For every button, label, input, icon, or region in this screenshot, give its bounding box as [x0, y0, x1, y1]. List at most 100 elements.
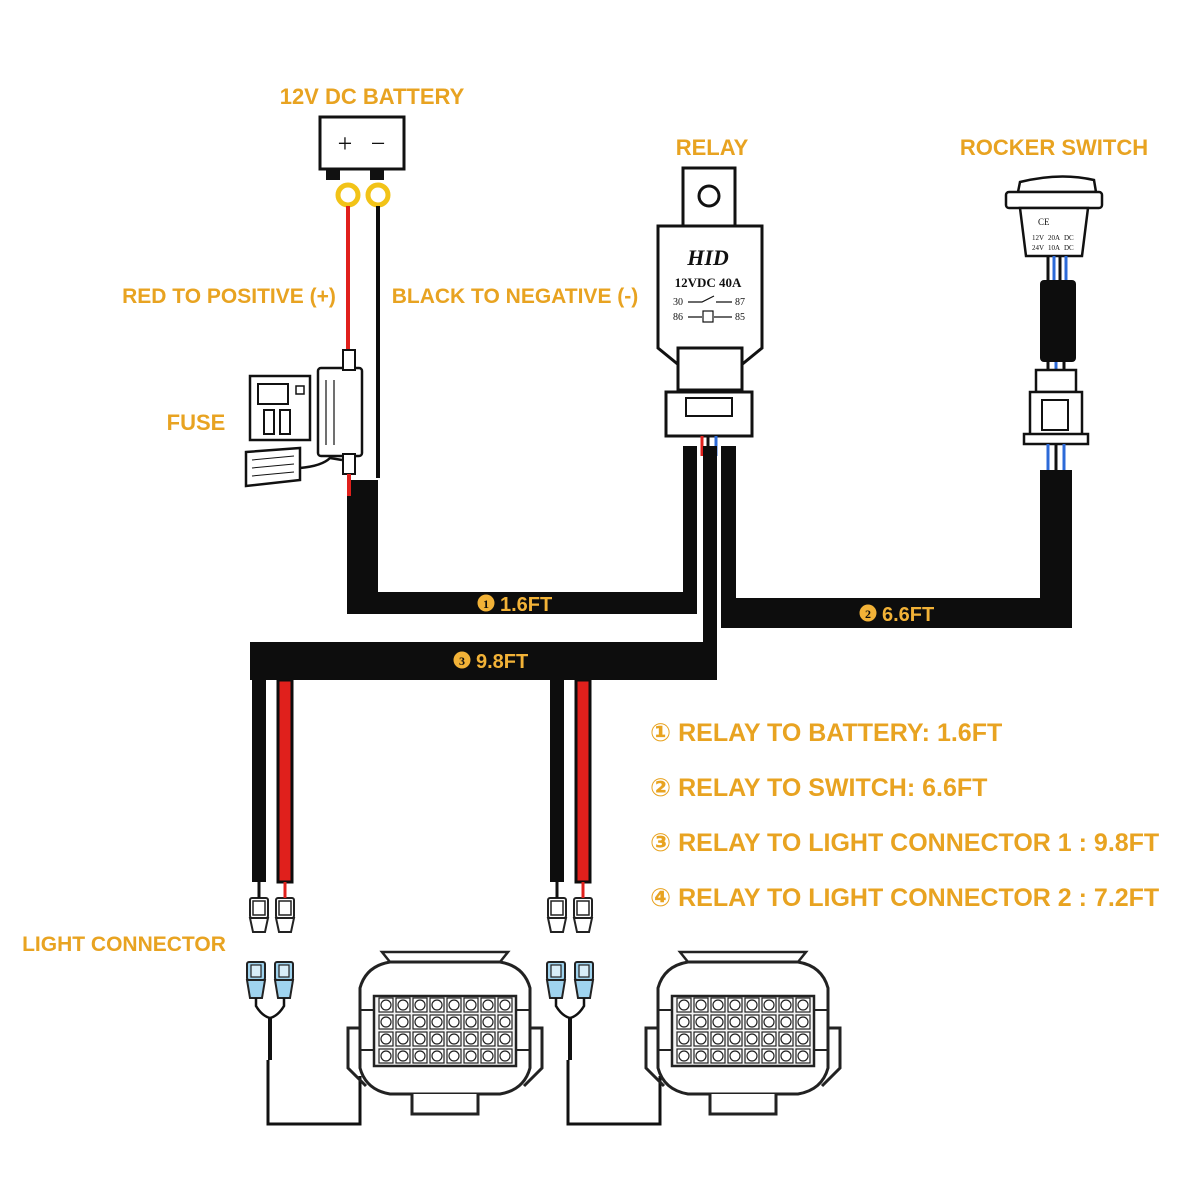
- black-to-negative-label: BLACK TO NEGATIVE (-): [392, 285, 639, 308]
- led-emitter: [414, 1050, 426, 1062]
- relay-pin-30: 30: [673, 297, 683, 308]
- led-emitter: [431, 1016, 443, 1028]
- negative-ring-terminal: [365, 182, 391, 208]
- light2-blue-connector-a: [546, 961, 566, 999]
- led-emitter: [380, 999, 392, 1011]
- light2-black-wire: [550, 680, 564, 882]
- battery-label: 12V DC BATTERY: [280, 84, 465, 109]
- led-emitter: [797, 999, 809, 1011]
- switch-rating-dc1: DC: [1064, 234, 1074, 242]
- wire-loom-3: [250, 446, 717, 680]
- switch-rating-10a: 10A: [1048, 244, 1060, 252]
- segment-2-label: 2 6.6FT: [859, 604, 934, 626]
- led-emitter: [482, 999, 494, 1011]
- legend-item-1: ① RELAY TO BATTERY: 1.6FT: [650, 719, 1002, 747]
- light1-black-spade: [249, 897, 269, 933]
- legend-item-2: ② RELAY TO SWITCH: 6.6FT: [650, 774, 987, 802]
- blade-fuse: [248, 374, 312, 442]
- led-emitter: [729, 1016, 741, 1028]
- segment-1-length: 1.6FT: [500, 594, 552, 616]
- fuse-cap: [244, 446, 343, 488]
- led-emitter: [465, 999, 477, 1011]
- rocker-switch: CE 12V 20A DC 24V 10A DC: [1004, 175, 1104, 470]
- led-emitter: [712, 1016, 724, 1028]
- light1-blue-connector-b: [274, 961, 294, 999]
- positive-ring-terminal: [335, 182, 361, 208]
- led-emitter: [499, 1033, 511, 1045]
- led-emitter: [414, 999, 426, 1011]
- led-emitter: [780, 1033, 792, 1045]
- segment-3-length: 9.8FT: [476, 651, 528, 673]
- led-emitter: [712, 1033, 724, 1045]
- battery: + −: [318, 115, 406, 208]
- light2-blue-connector-b: [574, 961, 594, 999]
- switch-rating-24v: 24V: [1032, 244, 1044, 252]
- led-emitter: [763, 1016, 775, 1028]
- legend-item-4: ④ RELAY TO LIGHT CONNECTOR 2 : 7.2FT: [650, 884, 1159, 912]
- segment-2-length: 6.6FT: [882, 604, 934, 626]
- led-emitter: [695, 1033, 707, 1045]
- led-emitter: [431, 999, 443, 1011]
- led-emitter: [780, 999, 792, 1011]
- led-emitter: [465, 1016, 477, 1028]
- led-emitter: [678, 1033, 690, 1045]
- red-to-positive-label: RED TO POSITIVE (+): [122, 285, 336, 308]
- led-emitter: [482, 1050, 494, 1062]
- switch-rating-dc2: DC: [1064, 244, 1074, 252]
- led-emitter: [797, 1016, 809, 1028]
- led-emitter: [465, 1050, 477, 1062]
- led-emitter: [780, 1050, 792, 1062]
- led-emitter: [729, 999, 741, 1011]
- led-emitter: [414, 1033, 426, 1045]
- relay-pin-87: 87: [735, 297, 745, 308]
- switch-ce-mark: CE: [1038, 217, 1050, 227]
- led-light-1: [346, 950, 544, 1116]
- led-emitter: [431, 1050, 443, 1062]
- relay-pin-86: 86: [673, 312, 683, 323]
- led-emitter: [746, 999, 758, 1011]
- led-emitter: [746, 1033, 758, 1045]
- fuse-label: FUSE: [167, 410, 226, 435]
- led-emitter: [780, 1016, 792, 1028]
- led-emitter: [465, 1033, 477, 1045]
- light1-red-wire: [276, 678, 294, 884]
- led-emitter: [448, 1050, 460, 1062]
- led-emitter: [678, 999, 690, 1011]
- led-emitter: [695, 1016, 707, 1028]
- light1-red-spade: [275, 897, 295, 933]
- led-emitter: [729, 1050, 741, 1062]
- led-emitter: [448, 1016, 460, 1028]
- switch-rating-20a: 20A: [1048, 234, 1060, 242]
- relay: HID 12VDC 40A 30 87 86 85: [656, 166, 764, 438]
- relay-pin-85: 85: [735, 312, 745, 323]
- battery-negative-symbol: −: [371, 129, 386, 158]
- led-emitter: [482, 1016, 494, 1028]
- led-emitter: [763, 999, 775, 1011]
- wire-loom-1: [347, 446, 697, 614]
- rocker-switch-label: ROCKER SWITCH: [960, 135, 1148, 160]
- relay-label: RELAY: [676, 135, 749, 160]
- led-emitter: [712, 1050, 724, 1062]
- light2-red-spade: [573, 897, 593, 933]
- segment-1-label: 1 1.6FT: [477, 594, 552, 616]
- relay-brand: HID: [686, 245, 729, 270]
- led-emitter: [797, 1050, 809, 1062]
- relay-rating: 12VDC 40A: [675, 275, 742, 290]
- led-emitter: [380, 1033, 392, 1045]
- led-emitter: [678, 1050, 690, 1062]
- led-emitter: [695, 1050, 707, 1062]
- led-emitter: [499, 999, 511, 1011]
- light1-black-wire: [252, 680, 266, 882]
- light-connector-label: LIGHT CONNECTOR: [22, 933, 226, 956]
- led-emitter: [695, 999, 707, 1011]
- led-emitter: [797, 1033, 809, 1045]
- led-emitter: [397, 1016, 409, 1028]
- led-emitter: [397, 999, 409, 1011]
- led-emitter: [414, 1016, 426, 1028]
- wire-loom-2: [721, 446, 1072, 628]
- led-emitter: [499, 1016, 511, 1028]
- light2-red-wire: [574, 678, 592, 884]
- segment-2-marker: 2: [865, 607, 871, 621]
- led-emitter: [380, 1016, 392, 1028]
